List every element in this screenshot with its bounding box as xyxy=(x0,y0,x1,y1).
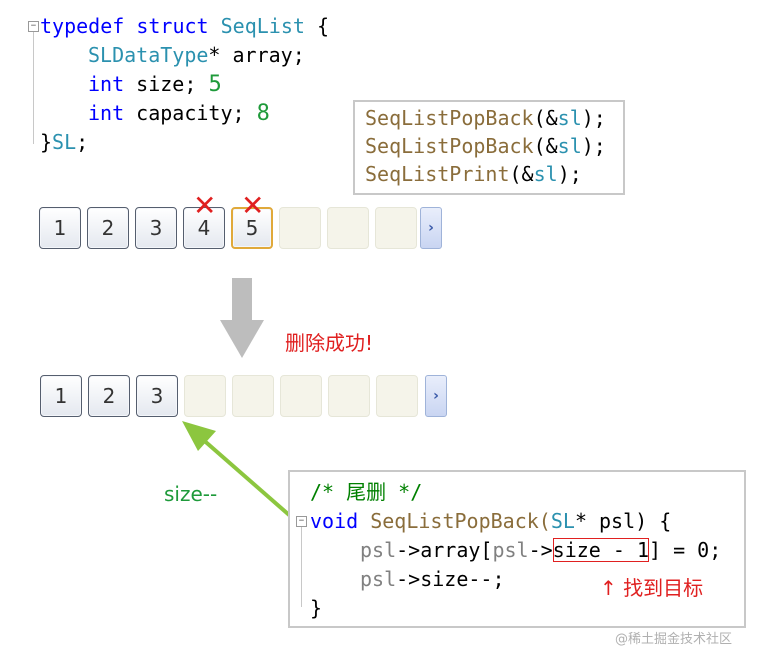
array-cell-empty xyxy=(328,375,370,417)
function-name: SeqListPopBack( xyxy=(370,509,551,533)
array-cell: 1 xyxy=(39,207,81,249)
array-cell: 1 xyxy=(40,375,82,417)
down-arrow-icon xyxy=(220,278,264,358)
call-open: (& xyxy=(509,162,534,186)
signature-line: void SeqListPopBack(SL* psl) { xyxy=(310,507,671,536)
fold-guide-line xyxy=(301,527,302,607)
datatype-name: SLDataType xyxy=(88,43,209,67)
struct-line-4: int capacity; 8 xyxy=(88,99,270,128)
struct-line-5: }SL; xyxy=(40,128,88,157)
chevron-right-icon: › xyxy=(433,388,439,404)
array-cell: 2 xyxy=(87,207,129,249)
call-argument: sl xyxy=(533,162,558,186)
array-cell: 2 xyxy=(88,375,130,417)
alias-name: SL xyxy=(52,130,77,154)
size-field: size; xyxy=(136,72,197,96)
array-field: * array; xyxy=(208,43,305,67)
array-access: ->array[ xyxy=(396,538,493,562)
fold-guide-line xyxy=(33,32,34,144)
size-decrement: ->size--; xyxy=(396,567,505,591)
size-decrement-label: size-- xyxy=(164,482,218,506)
array-cell-empty xyxy=(375,207,417,249)
array-cell-empty xyxy=(280,375,322,417)
call-argument: sl xyxy=(557,106,582,130)
fold-toggle-icon[interactable]: − xyxy=(28,21,39,32)
close-brace: } xyxy=(40,130,53,154)
call-close: ); xyxy=(581,106,606,130)
array-cell-empty xyxy=(184,375,226,417)
call-line-3: SeqListPrint(&sl); xyxy=(365,160,582,188)
semicolon: ; xyxy=(76,130,89,154)
delete-x-icon: ✕ xyxy=(241,189,265,222)
open-brace: { xyxy=(316,14,330,38)
capacity-field: capacity; xyxy=(136,101,245,125)
struct-line-2: SLDataType* array; xyxy=(88,41,305,70)
array-cell-empty xyxy=(279,207,321,249)
array-cell-highlighted: 5 xyxy=(231,207,273,249)
array-cell: 3 xyxy=(136,375,178,417)
struct-name: SeqList xyxy=(220,14,305,38)
psl-ref: psl xyxy=(360,538,397,562)
array-cell-empty xyxy=(327,207,369,249)
assign-rest: ] = 0; xyxy=(649,538,722,562)
call-line-2: SeqListPopBack(&sl); xyxy=(365,132,606,160)
popback-code-box: /* 尾删 */ − void SeqListPopBack(SL* psl) … xyxy=(288,470,746,628)
capacity-value-annotation: 8 xyxy=(256,101,270,126)
call-line-1: SeqListPopBack(&sl); xyxy=(365,104,606,132)
array-cell: 3 xyxy=(135,207,177,249)
watermark: @稀土掘金技术社区 xyxy=(615,632,733,647)
call-argument: sl xyxy=(557,134,582,158)
psl-ref: psl xyxy=(360,567,397,591)
int-keyword: int xyxy=(88,72,125,96)
chevron-right-icon: › xyxy=(428,220,434,236)
decrement-line: psl->size--; xyxy=(360,565,505,594)
close-brace: } xyxy=(310,596,323,620)
arrow-op: -> xyxy=(528,538,553,562)
comment-line: /* 尾删 */ xyxy=(310,478,422,507)
success-message: 删除成功! xyxy=(285,331,374,355)
void-keyword: void xyxy=(310,509,359,533)
delete-x-icon: ✕ xyxy=(193,189,217,222)
psl-ref: psl xyxy=(492,538,529,562)
struct-line-1: typedef struct SeqList { xyxy=(40,12,329,41)
param-rest: * psl) { xyxy=(574,509,672,533)
call-open: (& xyxy=(533,106,558,130)
call-open: (& xyxy=(533,134,558,158)
assign-line: psl->array[psl->size - 1] = 0; xyxy=(360,536,721,565)
call-sequence-box: SeqListPopBack(&sl); SeqListPopBack(&sl)… xyxy=(353,100,625,195)
array-cell: 4 xyxy=(183,207,225,249)
call-close: ); xyxy=(557,162,582,186)
array-cell-empty xyxy=(376,375,418,417)
param-type: SL xyxy=(550,509,575,533)
function-name: SeqListPopBack xyxy=(365,106,534,130)
array-cell-empty xyxy=(232,375,274,417)
fold-toggle-icon[interactable]: − xyxy=(296,516,307,527)
call-close: ); xyxy=(581,134,606,158)
size-value-annotation: 5 xyxy=(208,72,222,97)
target-note: ↑ 找到目标 xyxy=(600,576,704,600)
next-arrow-button[interactable]: › xyxy=(425,375,447,417)
struct-line-3: int size; 5 xyxy=(88,70,222,99)
function-name: SeqListPopBack xyxy=(365,134,534,158)
code-comment: /* 尾删 */ xyxy=(310,480,423,504)
function-name: SeqListPrint xyxy=(365,162,510,186)
target-index-highlight: size - 1 xyxy=(552,538,649,562)
typedef-keyword: typedef struct xyxy=(40,14,209,38)
int-keyword: int xyxy=(88,101,125,125)
next-arrow-button[interactable]: › xyxy=(420,207,442,249)
close-line: } xyxy=(310,594,322,623)
